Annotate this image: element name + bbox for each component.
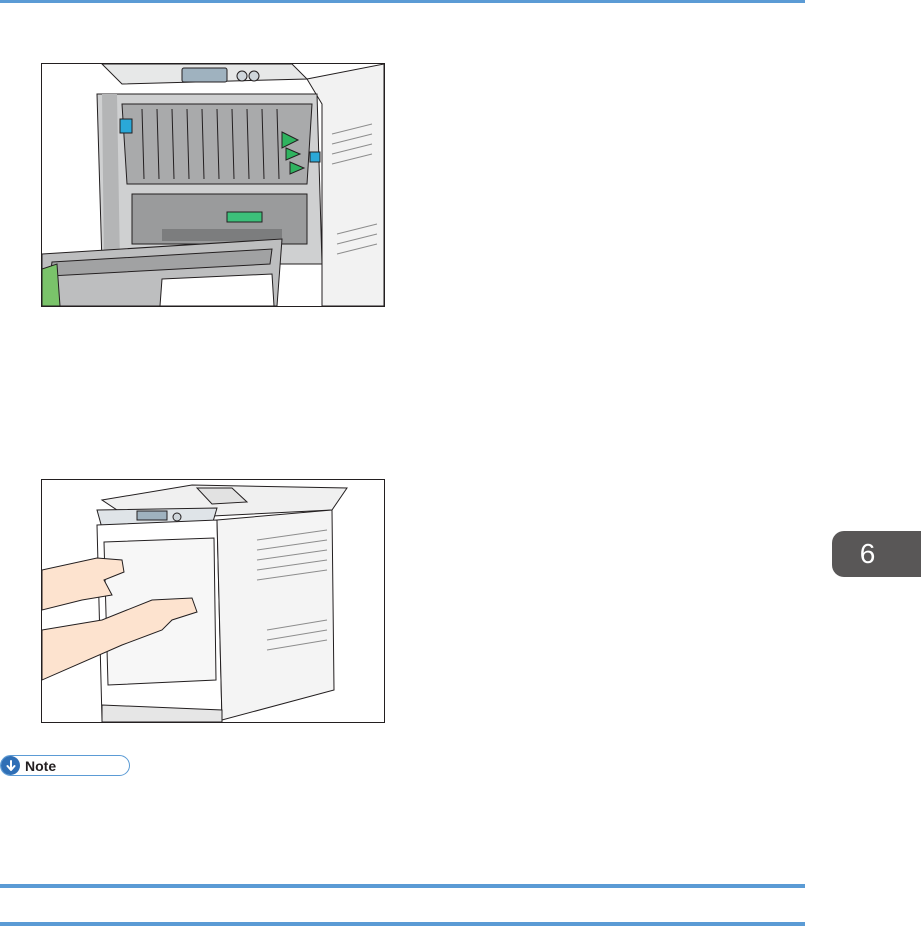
- chapter-tab: 6: [832, 531, 921, 577]
- fusing-unit-open-illustration: [41, 63, 385, 307]
- section-rule-upper: [0, 884, 805, 888]
- close-front-cover-illustration: [41, 479, 385, 723]
- note-label: Note: [25, 758, 56, 774]
- section-rule-lower: [0, 922, 805, 926]
- printer-close-cover-icon: [42, 480, 384, 722]
- note-heading: Note: [0, 755, 130, 776]
- chapter-number: 6: [860, 531, 876, 577]
- arrow-down-icon: [1, 756, 20, 775]
- header-rule: [0, 0, 805, 3]
- printer-open-icon: [42, 64, 384, 306]
